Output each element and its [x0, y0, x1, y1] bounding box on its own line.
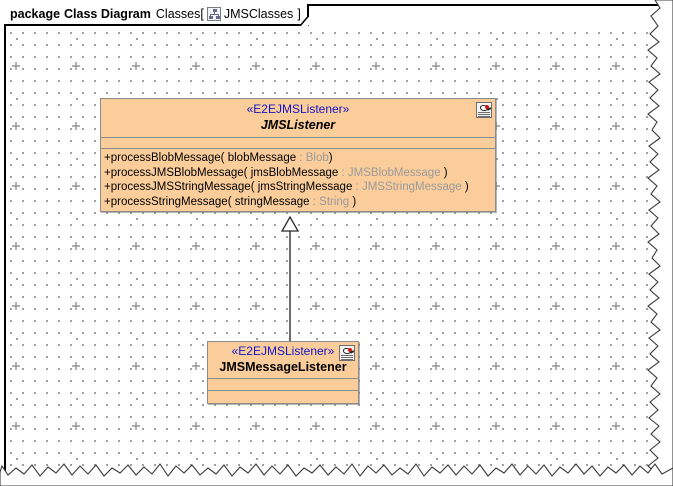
operation-name: processBlobMessage	[110, 152, 221, 164]
parameter-name: blobMessage	[227, 152, 297, 164]
package-qualifier-label: JMSClasses	[223, 7, 294, 21]
type-colon: :	[299, 152, 303, 164]
operation-visibility: +	[104, 195, 111, 208]
attributes-compartment	[101, 138, 495, 149]
class-name: JMSMessageListener	[219, 360, 347, 374]
package-header-tab: package Class Diagram Classes [ JMSClass…	[4, 4, 316, 26]
class-stereotype: «E2EJMSListener»	[231, 344, 335, 358]
class-diagram-icon	[206, 7, 221, 21]
operations-compartment: +processBlobMessage( blobMessage : Blob)…	[101, 149, 495, 211]
operation-row[interactable]: +processStringMessage( stringMessage : S…	[101, 195, 495, 210]
operation-name: processJMSBlobMessage	[110, 166, 244, 179]
paren-close: )	[443, 166, 448, 179]
operation-visibility: +	[104, 152, 111, 164]
diagram-kind-label: Class Diagram	[64, 7, 151, 21]
operation-row[interactable]: +processJMSStringMessage( jmsStringMessa…	[101, 180, 495, 195]
parameter-type: String	[319, 195, 350, 208]
class-stereotype-icon	[339, 345, 355, 361]
operation-name: processJMSStringMessage	[110, 181, 251, 193]
package-name-label: Classes	[155, 7, 201, 21]
operation-row[interactable]: +processJMSBlobMessage( jmsBlobMessage :…	[101, 166, 495, 181]
class-stereotype-icon	[476, 102, 492, 118]
parameter-type: JMSBlobMessage	[347, 166, 441, 179]
type-colon: :	[355, 181, 359, 193]
operation-name: processStringMessage	[110, 195, 228, 208]
paren-open: (	[227, 195, 232, 208]
class-header: «E2EJMSListener» JMSMessageListener	[208, 342, 358, 379]
parameter-type: JMSStringMessage	[361, 181, 462, 193]
paren-close: )	[328, 152, 333, 164]
attributes-compartment	[208, 379, 358, 391]
operation-row[interactable]: +processBlobMessage( blobMessage : Blob)	[101, 151, 495, 166]
class-box-jms-message-listener[interactable]: «E2EJMSListener» JMSMessageListener	[207, 341, 359, 404]
bracket-open: [	[200, 7, 204, 21]
parameter-name: jmsBlobMessage	[250, 166, 339, 179]
paren-open: (	[220, 152, 225, 164]
operations-compartment	[208, 391, 358, 403]
parameter-name: jmsStringMessage	[257, 181, 353, 193]
bracket-close: ]	[297, 7, 301, 21]
parameter-name: stringMessage	[234, 195, 310, 208]
package-keyword: package	[10, 7, 61, 21]
parameter-type: Blob	[305, 152, 329, 164]
paren-close: )	[464, 181, 469, 193]
class-box-jms-listener[interactable]: «E2EJMSListener» JMSListener +processBlo…	[100, 98, 496, 212]
generalization-connector[interactable]	[275, 216, 305, 343]
operation-visibility: +	[104, 181, 111, 193]
paren-open: (	[250, 181, 255, 193]
paren-open: (	[243, 166, 248, 179]
operation-visibility: +	[104, 166, 111, 179]
type-colon: :	[341, 166, 345, 179]
paren-close: )	[352, 195, 357, 208]
class-name: JMSListener	[260, 118, 336, 132]
class-header: «E2EJMSListener» JMSListener	[101, 99, 495, 138]
class-stereotype: «E2EJMSListener»	[246, 102, 350, 116]
type-colon: :	[312, 195, 316, 208]
hollow-triangle-arrowhead	[280, 216, 300, 232]
